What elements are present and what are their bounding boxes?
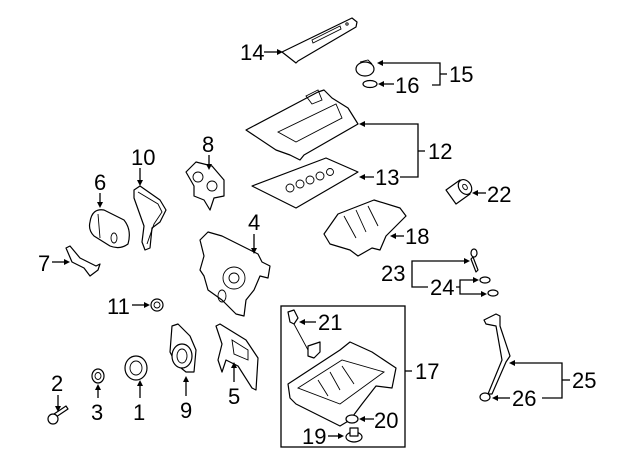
part-lower-timing-cover[interactable] [215,323,259,391]
part-valve-cover[interactable] [245,89,359,161]
part-baffle[interactable] [323,199,407,257]
callout-14: 14 [240,40,283,65]
svg-text:3: 3 [91,400,103,425]
svg-text:2: 2 [51,371,63,396]
part-crankshaft-seal[interactable] [124,355,148,381]
part-idler-cover[interactable] [88,209,130,249]
part-oil-filter[interactable] [445,177,475,205]
part-oil-level-sensor[interactable] [287,309,321,359]
svg-text:17: 17 [415,359,439,384]
part-engine-cover[interactable] [281,17,358,64]
svg-text:14: 14 [240,40,264,65]
callout-3: 3 [91,384,103,425]
svg-text:5: 5 [228,384,240,409]
callout-7: 7 [38,251,70,276]
oil-pan-group-box [280,305,406,448]
part-dipstick-tube[interactable] [483,313,511,395]
svg-text:21: 21 [318,310,342,335]
svg-text:12: 12 [428,139,452,164]
part-tensioner-bracket[interactable] [65,245,101,277]
callout-6: 6 [94,170,106,208]
svg-text:9: 9 [180,398,192,423]
callout-22: 22 [472,182,511,207]
callout-15: 15 [377,60,473,87]
svg-text:18: 18 [405,224,429,249]
svg-text:23: 23 [381,261,405,286]
part-seal-housing[interactable] [169,323,197,373]
callout-8: 8 [202,132,214,170]
callout-24: 24 [430,275,487,300]
svg-text:8: 8 [202,132,214,157]
part-oil-filler-cap[interactable] [355,59,375,77]
svg-text:15: 15 [449,62,473,87]
part-dipstick-tube-small[interactable] [470,248,479,273]
part-o-ring-16[interactable] [362,79,378,89]
svg-text:20: 20 [374,408,398,433]
callout-1: 1 [133,380,145,425]
svg-text:25: 25 [572,368,596,393]
callout-5: 5 [228,362,240,409]
part-oil-pan[interactable] [287,341,397,427]
svg-text:26: 26 [512,386,536,411]
svg-text:4: 4 [248,210,260,235]
svg-text:7: 7 [38,251,50,276]
callout-9: 9 [180,376,192,423]
callout-11: 11 [107,294,150,319]
part-drain-plug-gasket[interactable] [345,414,359,424]
svg-text:11: 11 [107,294,130,319]
callout-2: 2 [51,371,63,412]
part-bolt[interactable] [47,405,69,425]
callout-25: 25 [509,360,596,399]
callout-16: 16 [378,73,419,98]
callout-23: 23 [381,258,470,288]
svg-text:16: 16 [395,73,419,98]
callout-13: 13 [359,165,399,190]
callout-21: 21 [299,310,342,335]
callout-26: 26 [492,386,536,411]
svg-text:1: 1 [133,400,145,425]
part-o-rings-24[interactable] [479,276,499,297]
svg-text:24: 24 [430,275,454,300]
part-seal-3[interactable] [91,368,105,384]
part-drain-plug[interactable] [345,427,363,443]
part-grommet[interactable] [150,298,164,312]
callout-4: 4 [248,210,260,254]
part-o-ring-26[interactable] [479,392,491,402]
part-timing-cover[interactable] [199,231,271,317]
callout-10: 10 [131,145,155,186]
callout-12: 12 [359,121,452,178]
svg-text:22: 22 [487,182,511,207]
callout-18: 18 [390,224,429,249]
svg-text:10: 10 [131,145,155,170]
part-valve-cover-gasket[interactable] [251,157,359,209]
callout-20: 20 [359,408,398,433]
svg-text:13: 13 [375,165,399,190]
svg-text:19: 19 [302,424,326,449]
callout-17: 17 [405,359,439,384]
svg-text:6: 6 [94,170,106,195]
part-timing-belt[interactable] [133,185,167,251]
callout-19: 19 [302,424,344,449]
part-upper-timing-cover[interactable] [185,161,225,211]
